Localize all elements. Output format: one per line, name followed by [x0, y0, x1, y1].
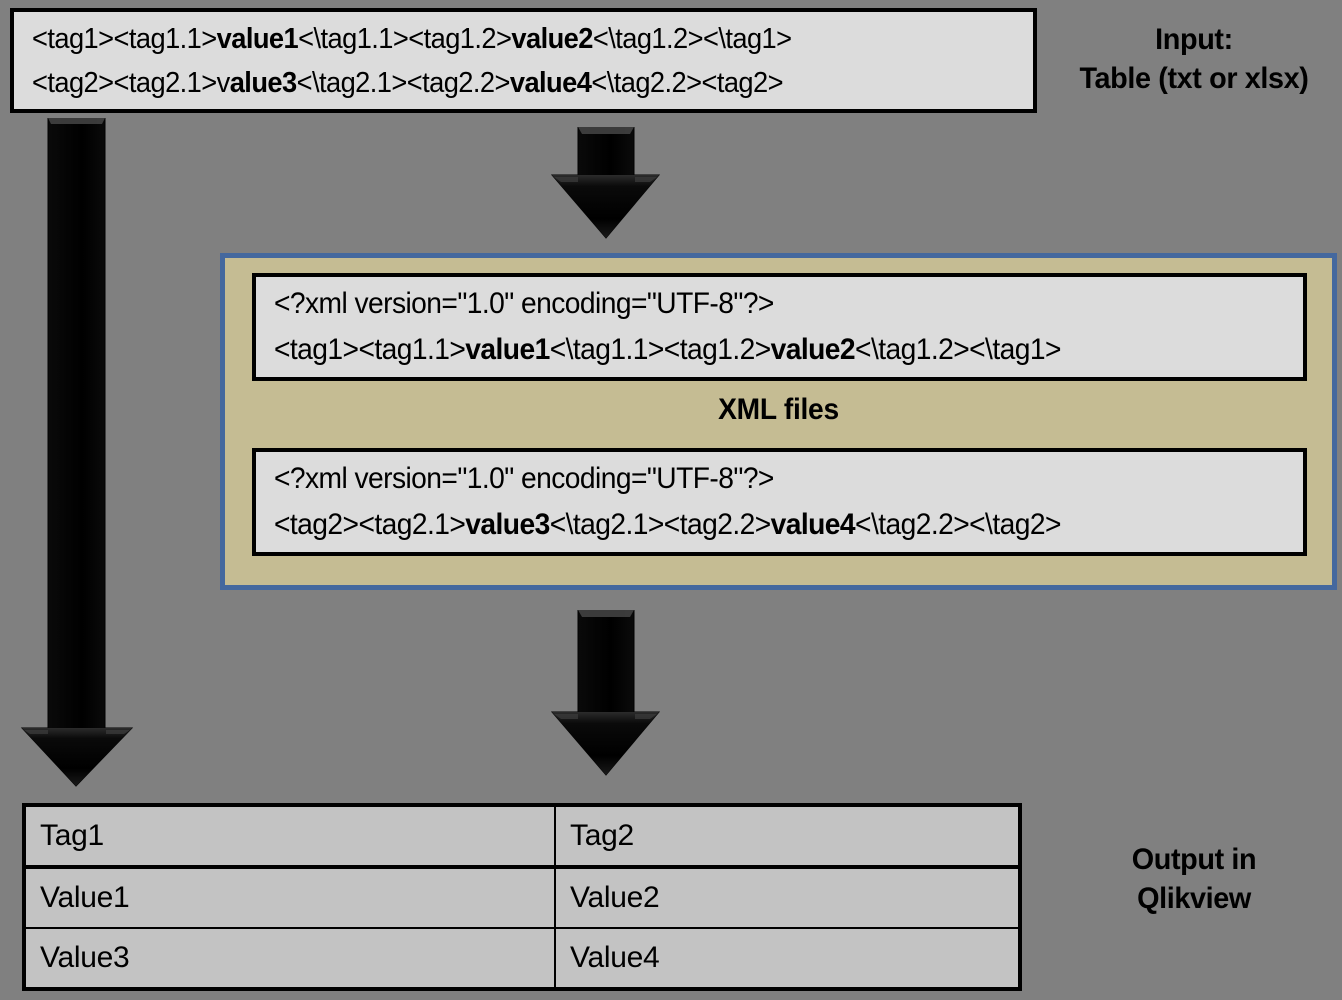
output-caption-line-2: Qlikview [1137, 882, 1251, 915]
input-line-2: <tag2><tag2.1>value3<\tag2.1><tag2.2>val… [32, 66, 784, 99]
xml-file-2-line-1: <?xml version="1.0" encoding="UTF-8"?> [274, 462, 774, 495]
xml-files-label: XML files [718, 393, 839, 426]
table-row: Value3 Value4 [23, 927, 1021, 990]
table-cell-value4: Value4 [554, 927, 1021, 990]
arrow-xml-to-output-icon [550, 610, 661, 776]
xml-file-1-line-2: <tag1><tag1.1>value1<\tag1.1><tag1.2>val… [274, 333, 1061, 366]
table-cell-value1: Value1 [23, 866, 556, 929]
output-table-body: Tag1 Tag2 Value1 Value2 Value3 Value4 [23, 804, 1021, 990]
input-caption-line-1: Input: [1155, 23, 1233, 56]
xml-file-1-box: <?xml version="1.0" encoding="UTF-8"?> <… [252, 273, 1307, 381]
table-row: Value1 Value2 [23, 866, 1021, 929]
input-caption-line-2: Table (txt or xlsx) [1079, 62, 1309, 95]
output-caption-line-1: Output in [1131, 843, 1257, 876]
xml-file-2-line-2: <tag2><tag2.1>value3<\tag2.1><tag2.2>val… [274, 508, 1061, 541]
input-table-box: <tag1><tag1.1>value1<\tag1.1><tag1.2>val… [10, 8, 1037, 113]
arrow-input-to-output-icon [20, 118, 134, 787]
output-table: Tag1 Tag2 Value1 Value2 Value3 Value4 [22, 803, 1022, 991]
xml-files-container: <?xml version="1.0" encoding="UTF-8"?> <… [220, 253, 1337, 590]
input-line-1: <tag1><tag1.1>value1<\tag1.1><tag1.2>val… [32, 22, 792, 55]
table-header-row: Tag1 Tag2 [23, 804, 1021, 869]
table-header-cell-tag1: Tag1 [23, 804, 556, 869]
xml-file-1-line-1: <?xml version="1.0" encoding="UTF-8"?> [274, 287, 774, 320]
output-caption: Output in Qlikview [1052, 840, 1336, 918]
arrow-input-to-xml-icon [550, 127, 661, 239]
table-cell-value2: Value2 [554, 866, 1021, 929]
table-cell-value3: Value3 [23, 927, 556, 990]
xml-file-2-box: <?xml version="1.0" encoding="UTF-8"?> <… [252, 448, 1307, 556]
table-header-cell-tag2: Tag2 [554, 804, 1021, 869]
input-caption: Input: Table (txt or xlsx) [1052, 20, 1336, 98]
